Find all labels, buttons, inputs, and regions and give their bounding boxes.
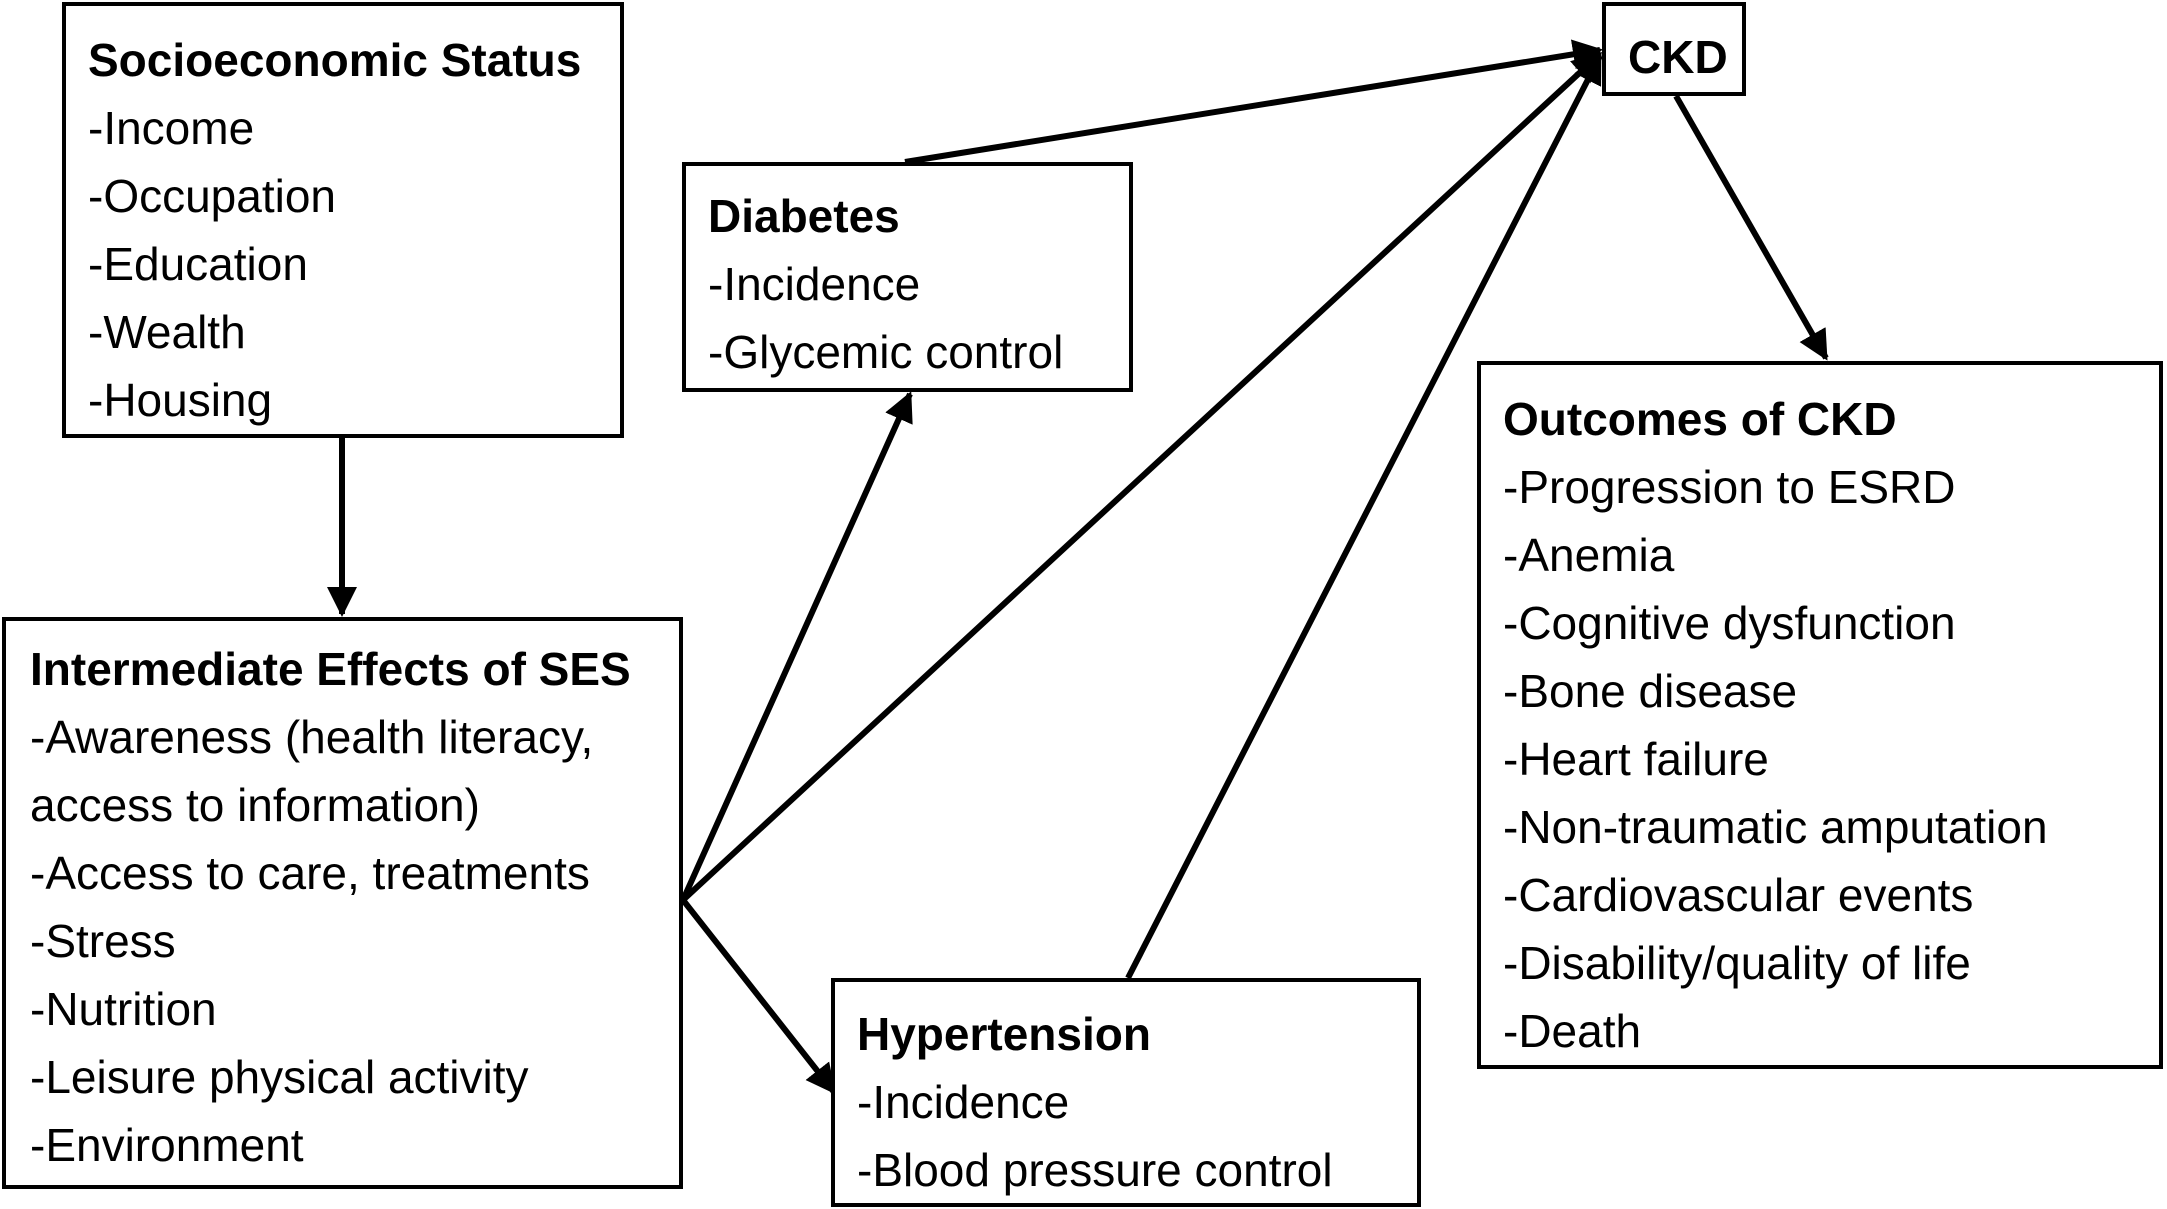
arrow-intermediate-to-ckd: [680, 51, 1603, 903]
arrow-diabetes-to-ckd: [904, 39, 1603, 165]
list-item: -Blood pressure control: [857, 1144, 1333, 1196]
list-item: -Nutrition: [30, 983, 217, 1035]
box-title: Hypertension: [857, 1008, 1151, 1060]
list-item: -Access to care, treatments: [30, 847, 590, 899]
box-title: Socioeconomic Status: [88, 34, 582, 86]
list-item: -Income: [88, 102, 255, 154]
list-item: -Death: [1503, 1005, 1642, 1057]
socioeconomic-status-box: Socioeconomic Status -Income -Occupation…: [62, 2, 624, 438]
list-item: -Occupation: [88, 170, 337, 222]
box-title: Intermediate Effects of SES: [30, 643, 631, 695]
list-item: -Glycemic control: [708, 326, 1064, 378]
box-title: Diabetes: [708, 190, 900, 242]
list-item: -Non-traumatic amputation: [1503, 801, 2048, 853]
list-item: -Anemia: [1503, 529, 1675, 581]
list-item: -Education: [88, 238, 308, 290]
arrow-hypertension-to-ckd: [1125, 53, 1603, 980]
list-item: access to information): [30, 779, 480, 831]
box-title: Outcomes of CKD: [1503, 393, 1897, 445]
list-item: -Incidence: [857, 1076, 1070, 1128]
list-item: -Housing: [88, 374, 273, 426]
list-item: -Wealth: [88, 306, 246, 358]
list-item: -Bone disease: [1503, 665, 1798, 717]
intermediate-effects-box: Intermediate Effects of SES -Awareness (…: [2, 617, 683, 1189]
list-item: -Heart failure: [1503, 733, 1769, 785]
hypertension-box: Hypertension -Incidence -Blood pressure …: [831, 978, 1421, 1207]
list-item: -Environment: [30, 1119, 304, 1171]
list-item: -Leisure physical activity: [30, 1051, 529, 1103]
box-title: CKD: [1628, 31, 1728, 83]
outcomes-of-ckd-box: Outcomes of CKD -Progression to ESRD -An…: [1477, 361, 2163, 1069]
list-item: -Cardiovascular events: [1503, 869, 1974, 921]
list-item: -Progression to ESRD: [1503, 461, 1956, 513]
list-item: -Disability/quality of life: [1503, 937, 1971, 989]
arrow-ckd-to-outcomes: [1673, 94, 1829, 361]
arrow-intermediate-to-hypertension: [680, 898, 837, 1095]
arrow-intermediate-to-diabetes: [680, 391, 913, 902]
ckd-box: CKD: [1602, 2, 1746, 96]
list-item: -Stress: [30, 915, 176, 967]
list-item: -Awareness (health literacy,: [30, 711, 594, 763]
diabetes-box: Diabetes -Incidence -Glycemic control: [682, 162, 1133, 392]
list-item: -Incidence: [708, 258, 921, 310]
list-item: -Cognitive dysfunction: [1503, 597, 1956, 649]
